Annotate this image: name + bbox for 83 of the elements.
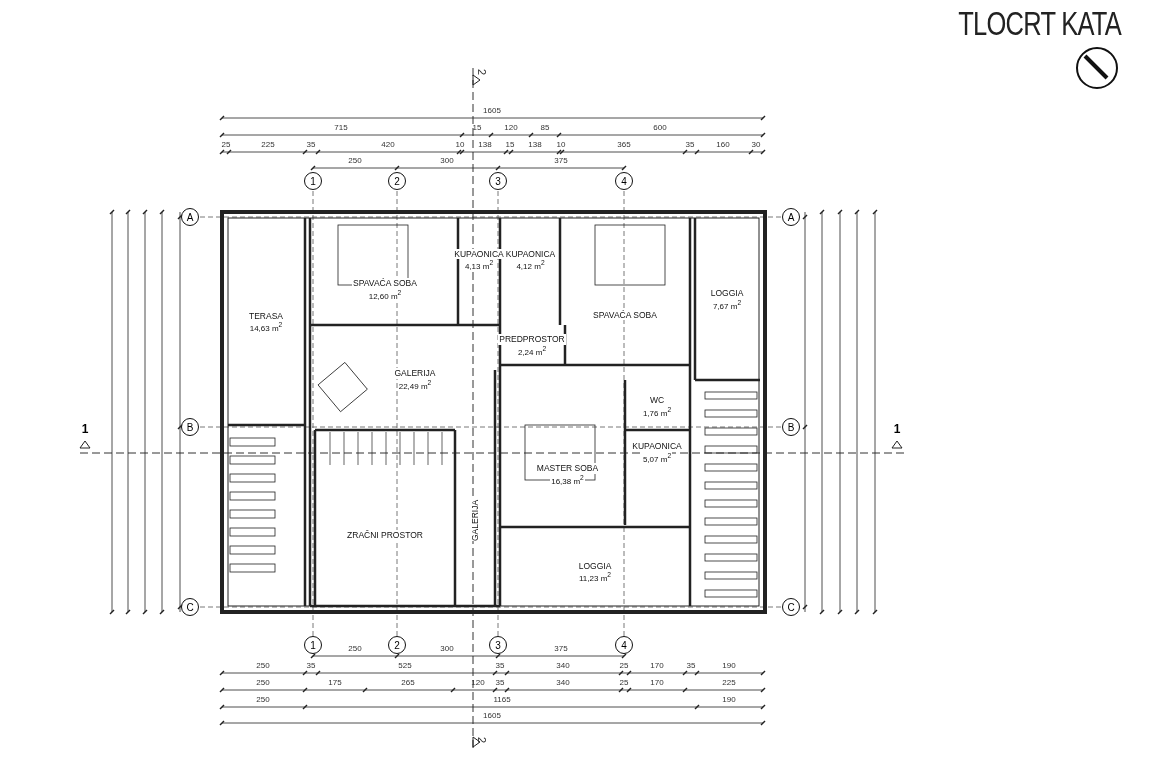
dimension-text: 35 <box>306 661 316 670</box>
grid-axis-bubble: C <box>782 598 800 616</box>
grid-axis-bubble: 4 <box>615 636 633 654</box>
grid-axis-bubble: 3 <box>489 172 507 190</box>
section-mark: 1 <box>81 422 89 436</box>
dimension-text: 15 <box>505 140 515 149</box>
dimension-text: 10 <box>556 140 566 149</box>
grid-axis-bubble: 2 <box>388 636 406 654</box>
dimension-text: 715 <box>334 123 348 132</box>
dimension-text: 250 <box>256 661 270 670</box>
dimension-text: 170 <box>650 678 664 687</box>
dimension-text: 160 <box>716 140 730 149</box>
grid-axis-bubble: B <box>782 418 800 436</box>
dimension-text: 35 <box>306 140 316 149</box>
dimension-text: 138 <box>528 140 542 149</box>
dimension-text: 25 <box>619 661 629 670</box>
section-mark: 2 <box>476 736 488 744</box>
dimension-text: 190 <box>722 695 736 704</box>
dimension-text: 1165 <box>493 695 511 704</box>
dimension-text: 1605 <box>483 106 501 115</box>
room-name: KUPAONICA <box>453 248 505 260</box>
room-name: LOGGIA <box>709 288 745 299</box>
dimension-text: 30 <box>751 140 761 149</box>
dimension-text: 25 <box>619 678 629 687</box>
dimension-text: 375 <box>554 156 568 165</box>
room-name: SPAVAĆA SOBA <box>352 278 418 289</box>
grid-axis-bubble: 2 <box>388 172 406 190</box>
dimension-text: 120 <box>504 123 518 132</box>
dimension-text: 35 <box>685 140 695 149</box>
grid-axis-bubble: 1 <box>304 636 322 654</box>
room-name: LOGGIA <box>577 560 613 572</box>
dimension-text: 250 <box>256 695 270 704</box>
dimension-text: 420 <box>381 140 395 149</box>
dimension-text: 525 <box>398 661 412 670</box>
grid-axis-bubble: C <box>181 598 199 616</box>
dimension-text: 138 <box>478 140 492 149</box>
dimension-text: 300 <box>440 644 454 653</box>
dimension-text: 10 <box>455 140 465 149</box>
dimension-text: 225 <box>261 140 275 149</box>
section-mark: 1 <box>893 422 901 436</box>
dimension-text: 35 <box>495 661 505 670</box>
dimension-text: 35 <box>495 678 505 687</box>
room-area-value: 4,13 m$^{2}$ <box>463 259 495 273</box>
dimension-text: 250 <box>348 644 362 653</box>
dimension-text: 170 <box>650 661 664 670</box>
room-name: TERASA <box>248 310 284 322</box>
room-area-value: 1,76 m$^{2}$ <box>641 406 673 419</box>
dimension-text: 600 <box>653 123 667 132</box>
dimension-text: 15 <box>472 123 482 132</box>
grid-axis-bubble: A <box>181 208 199 226</box>
room-name: PREDPROSTOR <box>498 334 566 345</box>
room-area-value: 11,23 m$^{2}$ <box>578 571 612 585</box>
room-name: ZRAČNI PROSTOR <box>346 529 424 541</box>
dimension-text: 25 <box>221 140 231 149</box>
grid-axis-bubble: B <box>181 418 199 436</box>
dimension-text: 85 <box>540 123 550 132</box>
dimension-text: 250 <box>348 156 362 165</box>
dimension-text: 225 <box>722 678 736 687</box>
dimension-text: 265 <box>401 678 415 687</box>
room-name: GALERIJA <box>393 368 437 379</box>
dimension-text: 1605 <box>483 711 501 720</box>
dimension-text: 190 <box>722 661 736 670</box>
room-name: MASTER SOBA <box>535 463 600 474</box>
room-name: KUPAONICA <box>504 248 557 260</box>
section-mark: 2 <box>476 68 488 76</box>
room-name: SPAVAĆA SOBA <box>592 309 658 321</box>
dimension-text: 340 <box>556 661 570 670</box>
dimension-text: 250 <box>256 678 270 687</box>
grid-axis-bubble: A <box>782 208 800 226</box>
dimension-text: 35 <box>686 661 696 670</box>
dimension-text: 175 <box>328 678 342 687</box>
dimension-text: 340 <box>556 678 570 687</box>
grid-axis-bubble: 1 <box>304 172 322 190</box>
room-area-value: 14,63 m$^{2}$ <box>248 321 284 335</box>
room-name: WC <box>648 395 666 406</box>
dimension-text: 375 <box>554 644 568 653</box>
room-area-value: 4,12 m$^{2}$ <box>515 259 546 273</box>
grid-axis-bubble: 4 <box>615 172 633 190</box>
dimension-text: 300 <box>440 156 454 165</box>
dimension-text: 365 <box>617 140 631 149</box>
title: TLOCRT KATA <box>958 4 1121 43</box>
room-name: KUPAONICA <box>631 441 683 452</box>
grid-axis-bubble: 3 <box>489 636 507 654</box>
